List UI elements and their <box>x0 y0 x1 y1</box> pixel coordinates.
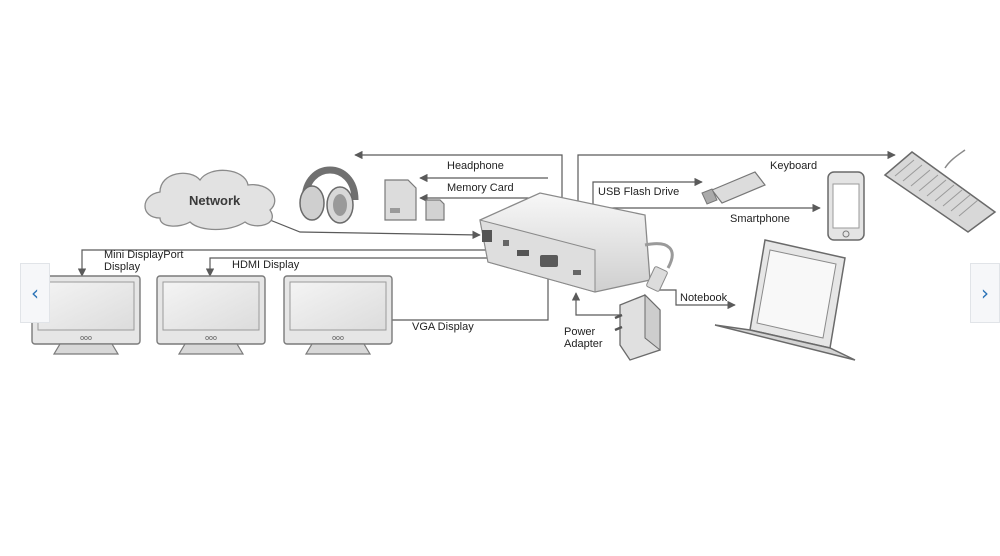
smartphone-icon <box>827 171 865 241</box>
notebook-label: Notebook <box>680 292 728 304</box>
monitor-vga: ooo <box>283 275 393 355</box>
usb-flash-drive-icon <box>701 171 766 205</box>
monitor-mini-displayport: ooo <box>31 275 141 355</box>
notebook-icon <box>714 239 856 361</box>
line-power <box>571 292 625 316</box>
usb-flash-drive-label: USB Flash Drive <box>598 186 680 198</box>
line-vga <box>381 275 549 325</box>
power-adapter-label: Power Adapter <box>564 326 603 350</box>
network-label: Network <box>189 193 241 208</box>
cloud-icon <box>144 169 276 231</box>
keyboard-icon <box>883 149 997 233</box>
line-notebook <box>656 289 736 310</box>
monitor-badge: ooo <box>205 335 217 342</box>
line-mini-dp <box>77 249 508 277</box>
power-adapter-icon <box>614 293 661 361</box>
chevron-left-icon: ‹ <box>31 281 39 305</box>
headphone-label: Headphone <box>447 160 504 172</box>
memory-card-icon <box>384 179 445 221</box>
keyboard-label: Keyboard <box>770 160 818 172</box>
line-network <box>264 217 481 240</box>
line-usb-flash <box>592 177 703 205</box>
carousel-prev-button[interactable]: ‹ <box>20 263 50 323</box>
headphone-icon <box>299 166 359 224</box>
monitor-badge: ooo <box>80 335 92 342</box>
carousel-next-button[interactable]: › <box>970 263 1000 323</box>
monitor-badge: ooo <box>332 335 344 342</box>
usb-hub <box>479 192 674 293</box>
line-headphone <box>354 150 563 200</box>
chevron-right-icon: › <box>981 281 989 305</box>
mini-displayport-label: Mini DisplayPort Display <box>104 249 184 273</box>
hdmi-display-label: HDMI Display <box>232 259 300 271</box>
memory-card-label: Memory Card <box>447 182 514 194</box>
vga-display-label: VGA Display <box>412 321 474 333</box>
monitor-hdmi: ooo <box>156 275 266 355</box>
line-hdmi <box>205 257 523 277</box>
smartphone-label: Smartphone <box>730 213 790 225</box>
line-keyboard <box>577 150 896 205</box>
